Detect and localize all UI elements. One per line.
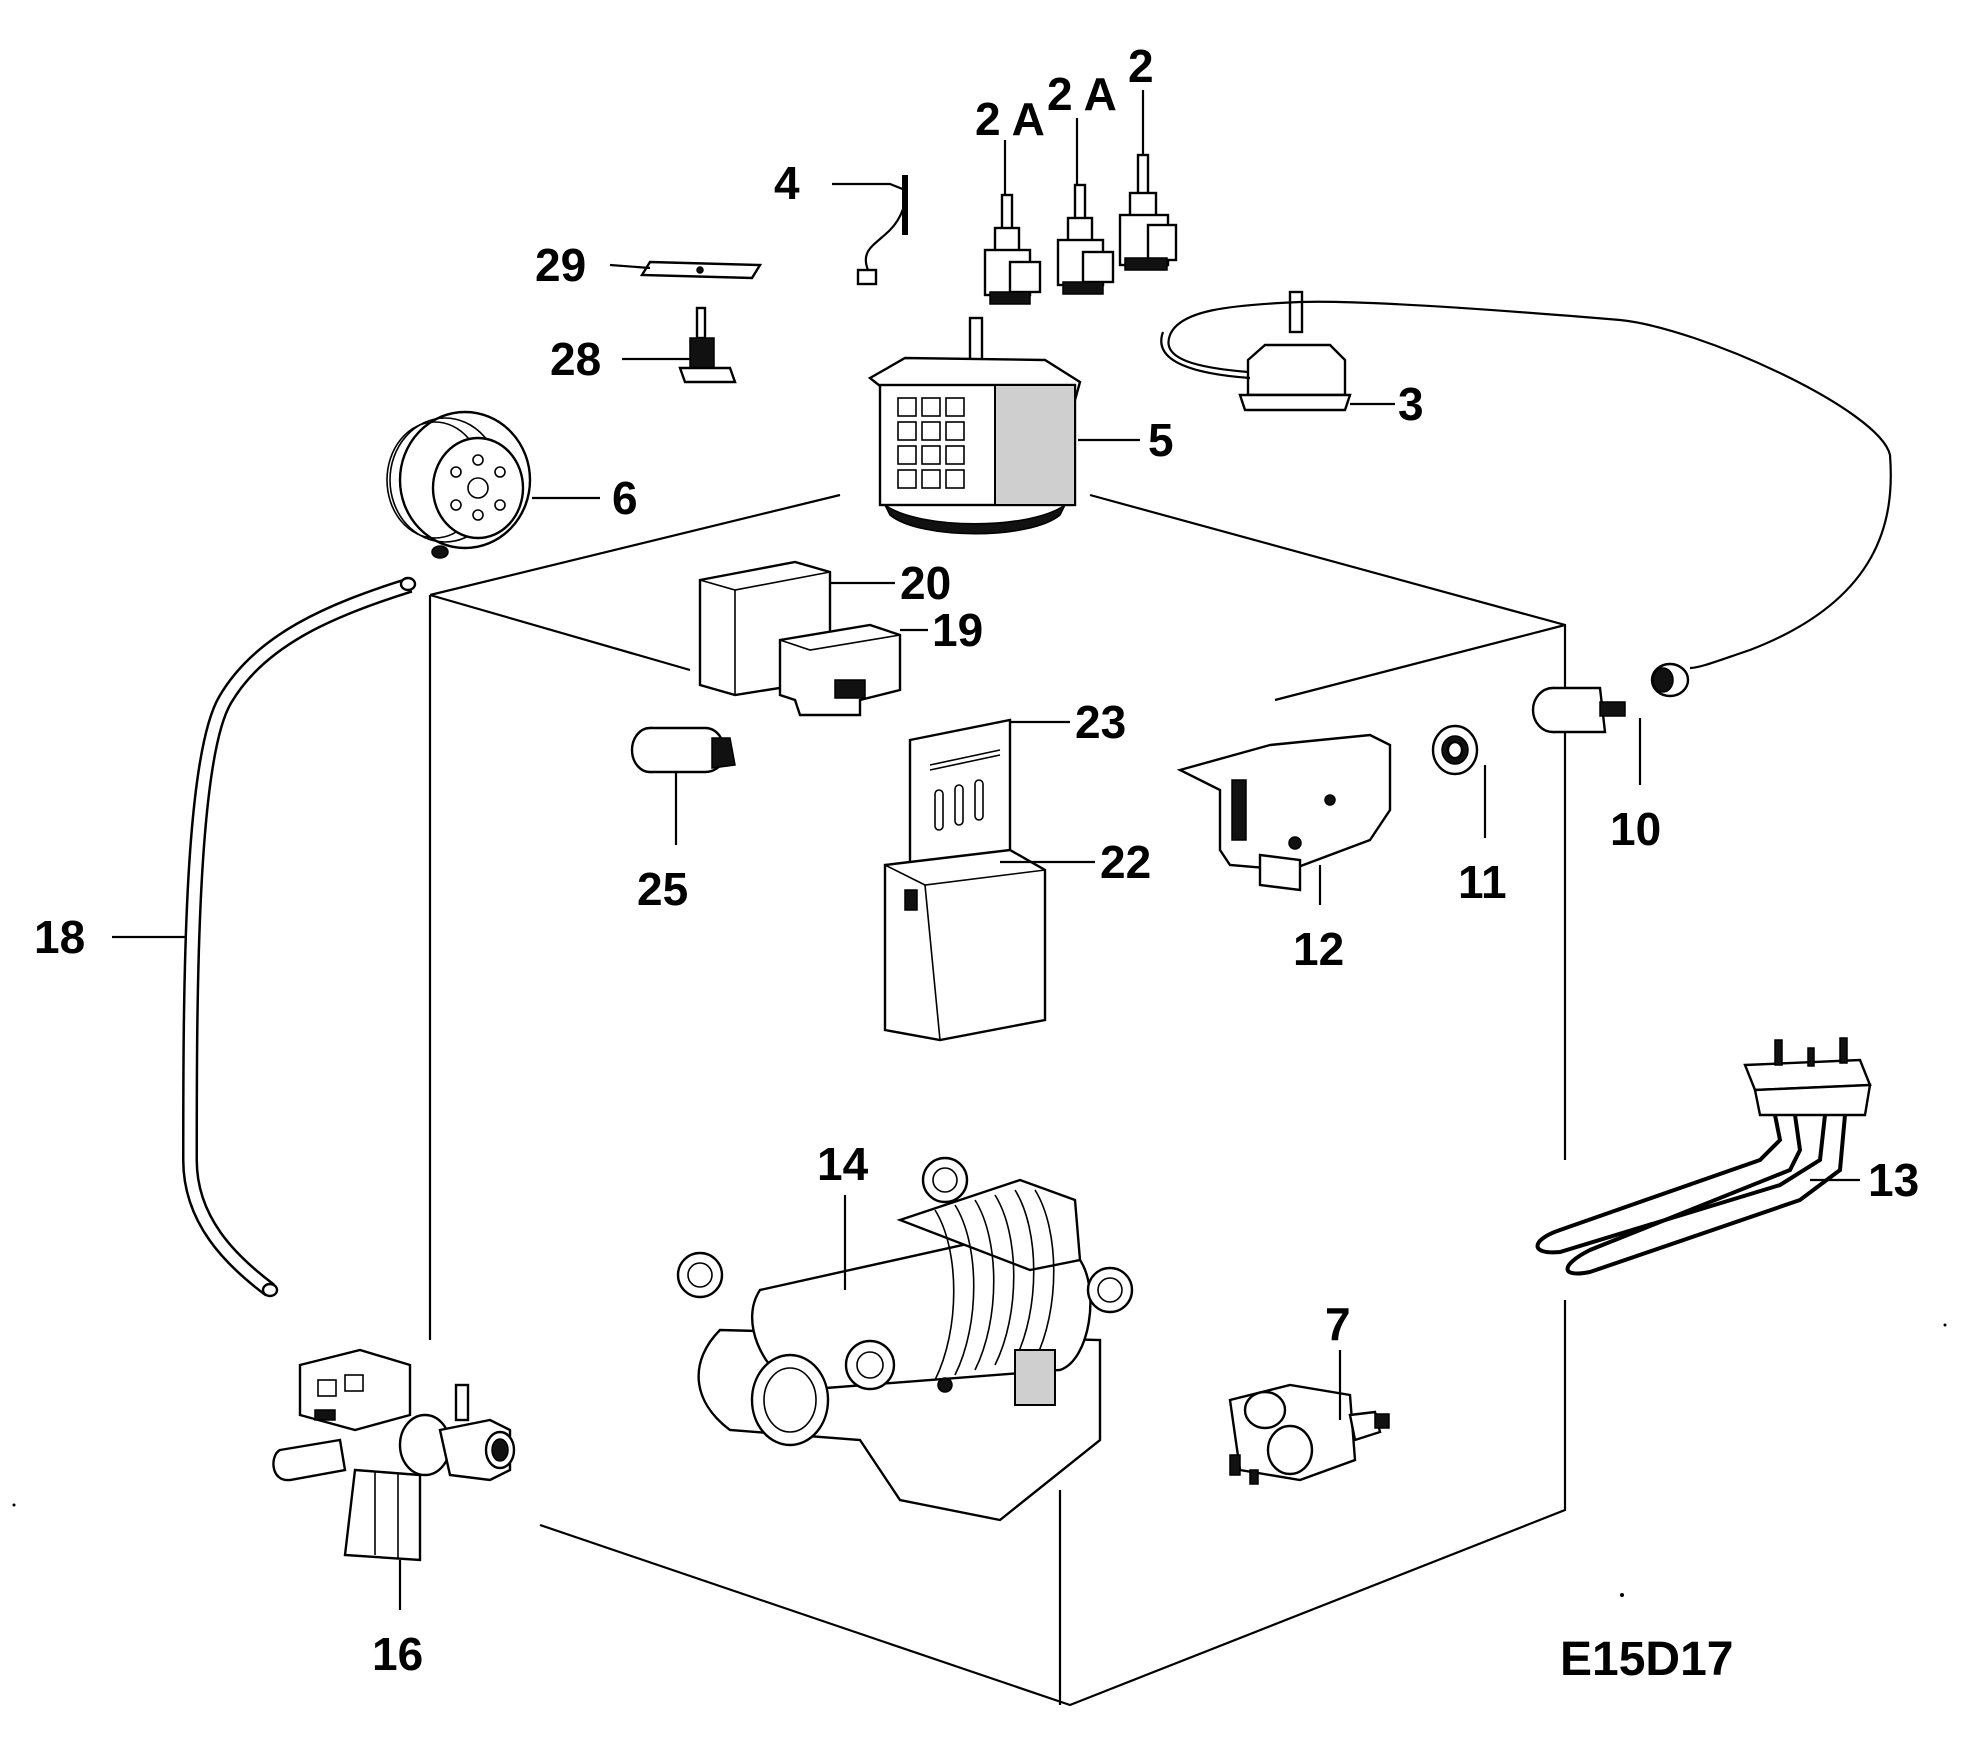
callout-18: 18 xyxy=(34,911,85,963)
callout-4: 4 xyxy=(774,157,800,209)
callout-20: 20 xyxy=(900,557,951,609)
callout-25: 25 xyxy=(637,863,688,915)
push-switch-2 xyxy=(1118,153,1178,271)
callout-10: 10 xyxy=(1610,803,1661,855)
speck-dot xyxy=(1620,1593,1624,1597)
callout-7: 7 xyxy=(1325,1298,1351,1350)
thermostat-part-3 xyxy=(1160,290,1892,698)
plate-part-29 xyxy=(639,260,763,280)
diagram-code: E15D17 xyxy=(1560,1633,1733,1686)
callout-12: 12 xyxy=(1293,923,1344,975)
callout-28: 28 xyxy=(550,333,601,385)
speck-dot xyxy=(12,1503,16,1507)
callout-2a-left: 2 A xyxy=(975,93,1045,145)
callout-2a-right: 2 A xyxy=(1047,68,1117,120)
callout-2: 2 xyxy=(1128,40,1154,92)
temperature-sensor-part-10 xyxy=(1531,686,1626,734)
push-switch-2a-left xyxy=(983,193,1042,305)
push-switch-2a-right xyxy=(1056,183,1115,295)
grommet-part-11 xyxy=(1431,724,1479,776)
speck-dot xyxy=(1943,1323,1947,1327)
callout-11: 11 xyxy=(1458,856,1507,908)
callout-5: 5 xyxy=(1148,414,1174,466)
drive-motor-part-14 xyxy=(676,1156,1134,1522)
leader-lines xyxy=(112,90,1860,1610)
hose-part xyxy=(181,576,417,1298)
callout-23: 23 xyxy=(1075,696,1126,748)
water-valve-part-7 xyxy=(1228,1383,1390,1485)
pump-motor-part xyxy=(386,410,532,559)
callout-22: 22 xyxy=(1100,836,1151,888)
capacitor-part-25 xyxy=(630,726,736,774)
interference-filter-part-19 xyxy=(778,623,902,717)
programme-timer-part-5 xyxy=(867,316,1082,535)
callout-16: 16 xyxy=(372,1628,423,1680)
switch-part-28 xyxy=(678,306,737,384)
callout-19: 19 xyxy=(932,604,983,656)
callout-6: 6 xyxy=(612,472,638,524)
callout-29: 29 xyxy=(535,239,586,291)
drain-pump-part-16 xyxy=(272,1348,516,1562)
heating-element-part-13 xyxy=(1535,1037,1872,1276)
wire-sensor-part-4 xyxy=(856,175,908,286)
callout-labels: 2 A 2 A 2 3 4 5 6 7 10 11 12 13 14 16 18… xyxy=(34,40,1919,1680)
callout-3: 3 xyxy=(1398,378,1424,430)
cabinet-outline xyxy=(428,493,1567,1707)
module-box-part-22 xyxy=(883,848,1047,1042)
callout-14: 14 xyxy=(817,1138,869,1190)
door-lock-part-12 xyxy=(1176,733,1392,892)
callout-13: 13 xyxy=(1868,1154,1919,1206)
